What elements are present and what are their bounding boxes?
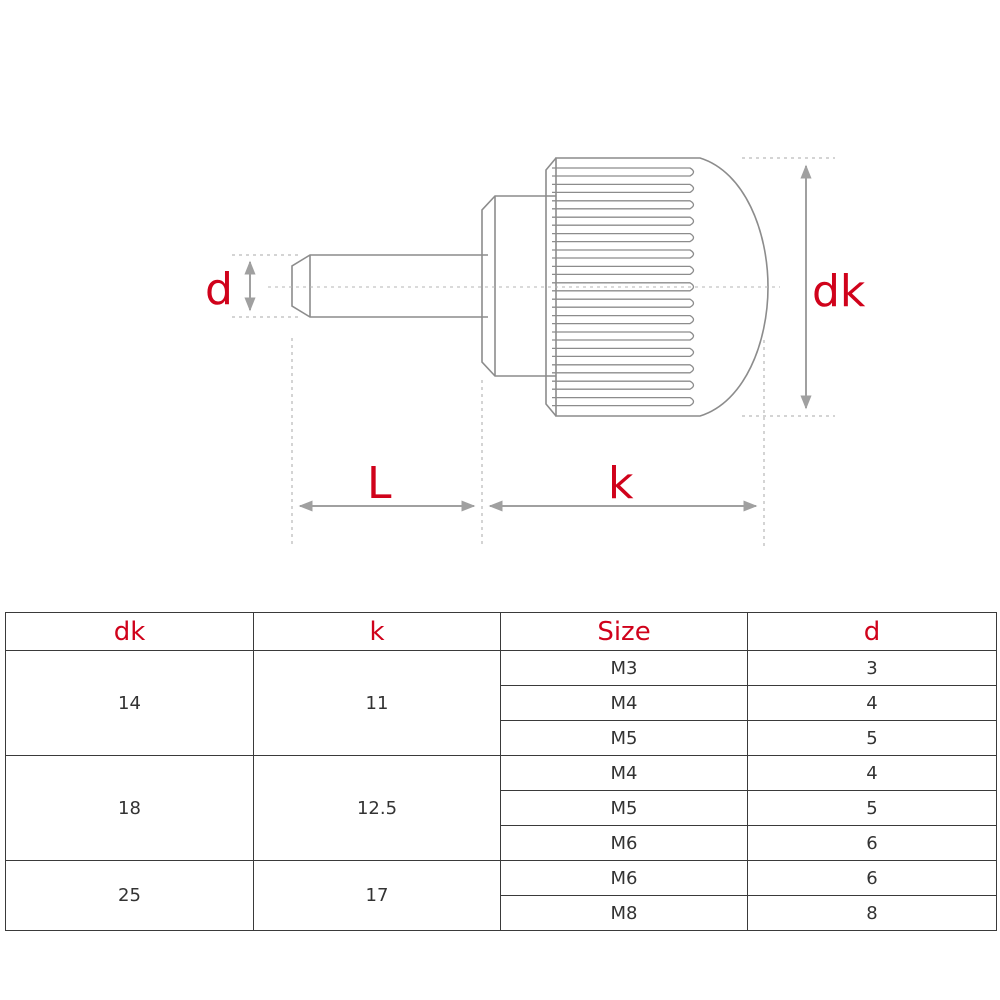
dim-label-L: L [367, 458, 392, 509]
knurl-rib [552, 347, 695, 358]
table-header-row: dk k Size d [5, 612, 997, 651]
cell-dk: 18 [5, 755, 254, 861]
table-row: 18 12.5 M4 4 [5, 755, 997, 861]
cell-d: 6 [747, 860, 997, 896]
cell-d: 6 [747, 825, 997, 861]
cell-d: 5 [747, 790, 997, 826]
knurl-rib [552, 331, 695, 341]
cell-d: 4 [747, 685, 997, 721]
knurl-rib [552, 232, 695, 243]
knurl-rib [552, 200, 695, 210]
knurl-ribs [552, 167, 695, 407]
dim-label-dk: dk [812, 266, 866, 317]
cell-size: M4 [500, 755, 748, 791]
header-d: d [747, 612, 997, 651]
dim-label-d: d [205, 264, 233, 315]
table-row: 14 11 M3 3 [5, 650, 997, 756]
cell-size: M5 [500, 790, 748, 826]
cell-k: 17 [253, 860, 501, 931]
cell-k: 12.5 [253, 755, 501, 861]
cell-d: 5 [747, 720, 997, 756]
cell-size: M6 [500, 860, 748, 896]
extension-lines [232, 157, 835, 548]
cell-d: 8 [747, 895, 997, 931]
header-dk: dk [5, 612, 254, 651]
head-chamfer [545, 157, 557, 417]
header-size: Size [500, 612, 748, 651]
knurl-rib [552, 265, 695, 276]
screw-collar [481, 195, 556, 377]
cell-dk: 14 [5, 650, 254, 756]
cell-size: M5 [500, 720, 748, 756]
table-row: 25 17 M6 6 [5, 860, 997, 931]
cell-size: M6 [500, 825, 748, 861]
thumb-screw-drawing [232, 157, 835, 548]
knurl-rib [552, 249, 695, 259]
table-row: M5 5 [6, 790, 997, 826]
table-row: M8 8 [6, 895, 997, 931]
cell-size: M3 [500, 650, 748, 686]
knurl-rib [552, 380, 695, 390]
cell-dk: 25 [5, 860, 254, 931]
spec-table: dk k Size d 14 11 M3 3 M4 4 M5 5 18 12.5… [5, 612, 997, 931]
header-k: k [253, 612, 501, 651]
knurl-rib [552, 216, 695, 226]
cell-size: M4 [500, 685, 748, 721]
cell-size: M8 [500, 895, 748, 931]
cell-k: 11 [253, 650, 501, 756]
dimension-arrows [244, 164, 812, 512]
screw-shank [291, 254, 488, 318]
dim-label-k: k [608, 458, 634, 509]
cell-d: 4 [747, 755, 997, 791]
knurl-rib [552, 183, 695, 194]
knurl-rib [552, 167, 695, 177]
knurl-rib [552, 298, 695, 308]
knurl-rib [552, 282, 695, 292]
knurl-rib [552, 364, 695, 374]
knurl-rib [552, 314, 695, 325]
knurl-rib [552, 396, 695, 407]
cell-d: 3 [747, 650, 997, 686]
